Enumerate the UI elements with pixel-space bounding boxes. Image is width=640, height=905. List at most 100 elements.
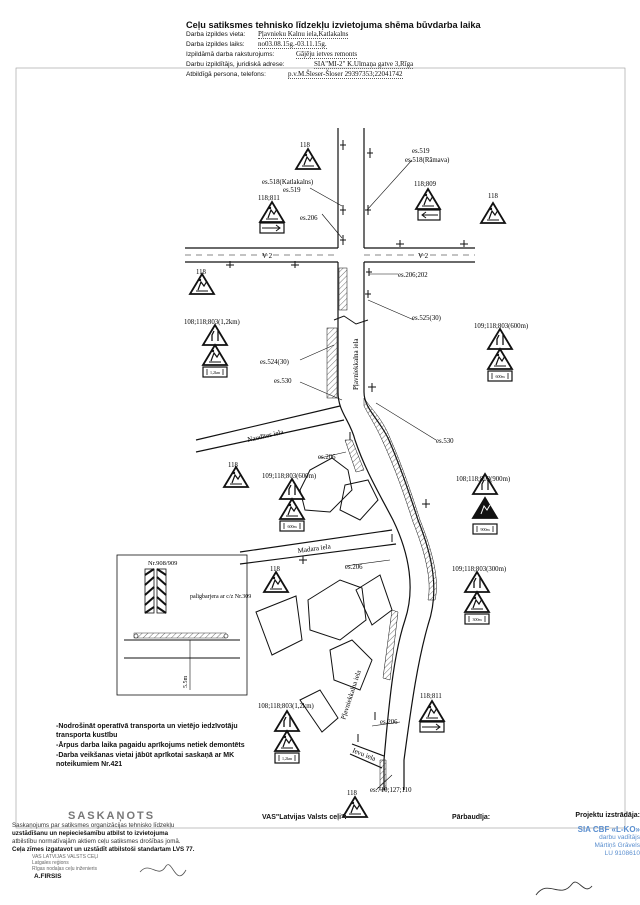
label: 108;118;803(1,2km) bbox=[258, 703, 314, 710]
company-role: darbu vadītājs bbox=[599, 834, 640, 841]
inset-barrier-label: palīgbarjera ar c/z Nr.309 bbox=[190, 594, 251, 600]
work-zone-hatch bbox=[338, 267, 348, 311]
warning-sign bbox=[464, 591, 490, 613]
label: es.530 bbox=[436, 438, 454, 445]
label: 109;118;803(600m) bbox=[474, 323, 528, 330]
warning-sign bbox=[480, 202, 506, 224]
narrowing-sign-black bbox=[471, 472, 499, 495]
street-name-v2: V 2 bbox=[418, 252, 429, 260]
road-naudites bbox=[195, 405, 345, 453]
plate-text: 300m bbox=[472, 617, 482, 622]
approval-stamp: SASKAŅOTS Saskaņojums par satiksmes orga… bbox=[12, 810, 222, 880]
street-name-naudites: Naudītes iela bbox=[247, 428, 285, 444]
inset-detail: Nr.908/909 palīgbarjera ar c/z Nr.309 5.… bbox=[116, 554, 251, 696]
header-row-work: Izpildāmā darba raksturojums: Gājēju iet… bbox=[186, 50, 496, 60]
label: 118;809 bbox=[414, 181, 437, 188]
label: es.206 bbox=[300, 215, 318, 222]
label: 118 bbox=[196, 269, 207, 276]
header-value: p.v.M.Šleser-Šloser 29397353;22041742 bbox=[288, 70, 403, 79]
label: es.206 bbox=[318, 454, 336, 461]
header-row-time: Darba izpildes laiks: no03.08.15g.-03.11… bbox=[186, 40, 496, 50]
road-madara bbox=[239, 529, 397, 565]
label: es.519 bbox=[283, 187, 301, 194]
label: es.525(30) bbox=[412, 315, 441, 322]
warning-sign bbox=[263, 571, 289, 593]
road-ievu bbox=[349, 743, 385, 769]
narrowing-sign bbox=[274, 710, 300, 732]
label: 118 bbox=[347, 790, 358, 797]
plate-text: 1,2km bbox=[282, 756, 293, 762]
label: es.519 bbox=[412, 148, 430, 155]
work-zone-hatch bbox=[382, 609, 399, 681]
warning-sign bbox=[189, 273, 215, 295]
warning-sign bbox=[279, 498, 305, 520]
header-label: Darba izpildes laiks: bbox=[186, 41, 245, 48]
label: es.206;202 bbox=[398, 272, 428, 279]
notes-block: -Nodrošināt operatīvā transporta un viet… bbox=[56, 722, 246, 770]
warning-sign bbox=[295, 148, 321, 170]
label: 108;118;803(1,2km) bbox=[184, 319, 240, 326]
warning-sign bbox=[259, 201, 285, 223]
company-person: Mārtiņš Grāvels bbox=[594, 842, 640, 849]
leader-lines bbox=[299, 159, 437, 791]
work-zone-hatch bbox=[326, 327, 338, 399]
block-outlines bbox=[255, 457, 393, 733]
warning-sign bbox=[419, 700, 445, 722]
project-author-label: Projektu izstrādāja: bbox=[575, 812, 640, 819]
header-row-location: Darba izpildes vieta: Pļavnieku Kalnu ie… bbox=[186, 30, 496, 40]
label: 118 bbox=[300, 142, 311, 149]
checked-by-label: Pārbaudīja: bbox=[452, 814, 491, 821]
header-label: Atbildīgā persona, telefons: bbox=[186, 71, 266, 78]
label: es.524(30) bbox=[260, 359, 289, 366]
barrier-board-icon bbox=[144, 568, 167, 614]
stamp-title: SASKAŅOTS bbox=[68, 810, 156, 822]
header-row-responsible: Atbildīgā persona, telefons: p.v.M.Šlese… bbox=[186, 70, 496, 80]
warning-sign bbox=[202, 344, 228, 366]
road-break-mark bbox=[333, 315, 369, 325]
label: 118;811 bbox=[258, 195, 280, 202]
note-line: -Nodrošināt operatīvā transporta un viet… bbox=[56, 723, 238, 739]
stamp-sub: Rīgas nodaļas ceļu inženieris bbox=[32, 866, 98, 872]
inset-width: 5.5m bbox=[183, 676, 189, 689]
stamp-line: Saskaņojums par satiksmes organizācijas … bbox=[12, 822, 175, 829]
stamp-line: atbilstību normatīvajām aktiem ceļu sati… bbox=[12, 838, 181, 845]
label: es.530 bbox=[274, 378, 292, 385]
header-value: no03.08.15g.-03.11.15g. bbox=[258, 40, 327, 49]
header-row-contractor: Darbu izpildītājs, juridiskā adrese: SIA… bbox=[186, 60, 496, 70]
road-v2 bbox=[185, 247, 475, 263]
plate-text: 900m bbox=[480, 527, 490, 532]
arrow-plate bbox=[259, 222, 285, 234]
stamp-line: uzstādīšanu un nepieciešamību atbilst to… bbox=[12, 830, 169, 837]
narrowing-sign bbox=[464, 571, 490, 593]
note-line: -Darba veikšanas vietai jābūt aprīkotai … bbox=[56, 752, 235, 768]
label: es.206 bbox=[345, 564, 363, 571]
header-label: Izpildāmā darba raksturojums: bbox=[186, 51, 275, 58]
header-value: Gājēju ietves remonts bbox=[296, 50, 358, 59]
drawing-header: Ceļu satiksmes tehnisko līdzekļu izvieto… bbox=[186, 20, 496, 80]
street-name-v2: V 2 bbox=[262, 252, 273, 260]
label: 118 bbox=[270, 566, 281, 573]
label: es.518(Rāmava) bbox=[405, 157, 449, 164]
warning-sign-black bbox=[471, 496, 499, 519]
inset-code: Nr.908/909 bbox=[148, 560, 177, 567]
stamp-sub: VAS LATVIJAS VALSTS CEĻI bbox=[32, 854, 99, 860]
label: 118;811 bbox=[420, 693, 442, 700]
plate-text: 1,2km bbox=[210, 370, 221, 376]
header-label: Darbu izpildītājs, juridiskā adrese: bbox=[186, 61, 285, 68]
header-label: Darba izpildes vieta: bbox=[186, 31, 246, 38]
street-name-main: Pļavniekkalna iela bbox=[352, 338, 360, 390]
label: 108;118;803(900m) bbox=[456, 476, 510, 483]
plate-texts: 1,2km 600m 600m 900m 300m 1,2km bbox=[210, 370, 506, 762]
label: 109;118;803(300m) bbox=[452, 566, 506, 573]
label: es.710;127;110 bbox=[370, 787, 412, 794]
arrow-plate bbox=[417, 209, 441, 221]
sign-posts bbox=[226, 140, 468, 742]
work-zone-hatch bbox=[363, 397, 437, 601]
company-id: LU 9108610 bbox=[604, 850, 640, 857]
warning-sign bbox=[274, 730, 300, 752]
vas-label: VAS"Latvijas Valsts ceļi": bbox=[262, 814, 347, 821]
header-value: SIA"MI-2" K.Ulmaņa gatve 3,Rīga bbox=[314, 60, 414, 69]
sign-labels: 118 es.519 es.518(Rāmava) es.518(Katlaka… bbox=[184, 142, 528, 797]
narrowing-sign bbox=[202, 324, 228, 346]
